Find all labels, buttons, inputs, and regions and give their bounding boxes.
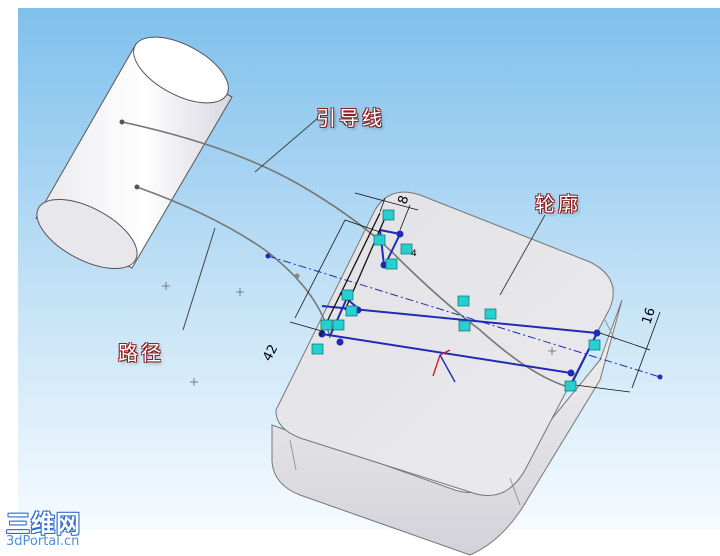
relation-markers[interactable] [311, 209, 601, 392]
path-leader [182, 227, 216, 331]
profile-leader [499, 214, 546, 296]
dimension-width-top[interactable] [354, 192, 419, 231]
box-solid[interactable] [271, 191, 623, 556]
dimension-label-42: 42 [260, 342, 281, 364]
watermark-logo: 三维网 [6, 510, 81, 538]
path-label: 路径 [118, 341, 164, 365]
watermark-site: 3dPortal.cn [6, 534, 80, 549]
point-marks [162, 282, 556, 386]
cylinder-body[interactable] [26, 24, 238, 283]
dimension-width-right[interactable] [574, 311, 661, 393]
guide-line-label: 引导线 [316, 106, 385, 130]
relation-count-4: 4 [411, 249, 417, 259]
profile-label: 轮廓 [535, 192, 581, 216]
path-curve[interactable] [134, 184, 331, 339]
guide-leader [254, 117, 319, 173]
dimension-label-16: 16 [640, 306, 659, 326]
centerline [267, 255, 661, 378]
origin-triad [432, 349, 456, 383]
dimension-length-left[interactable] [289, 219, 381, 333]
